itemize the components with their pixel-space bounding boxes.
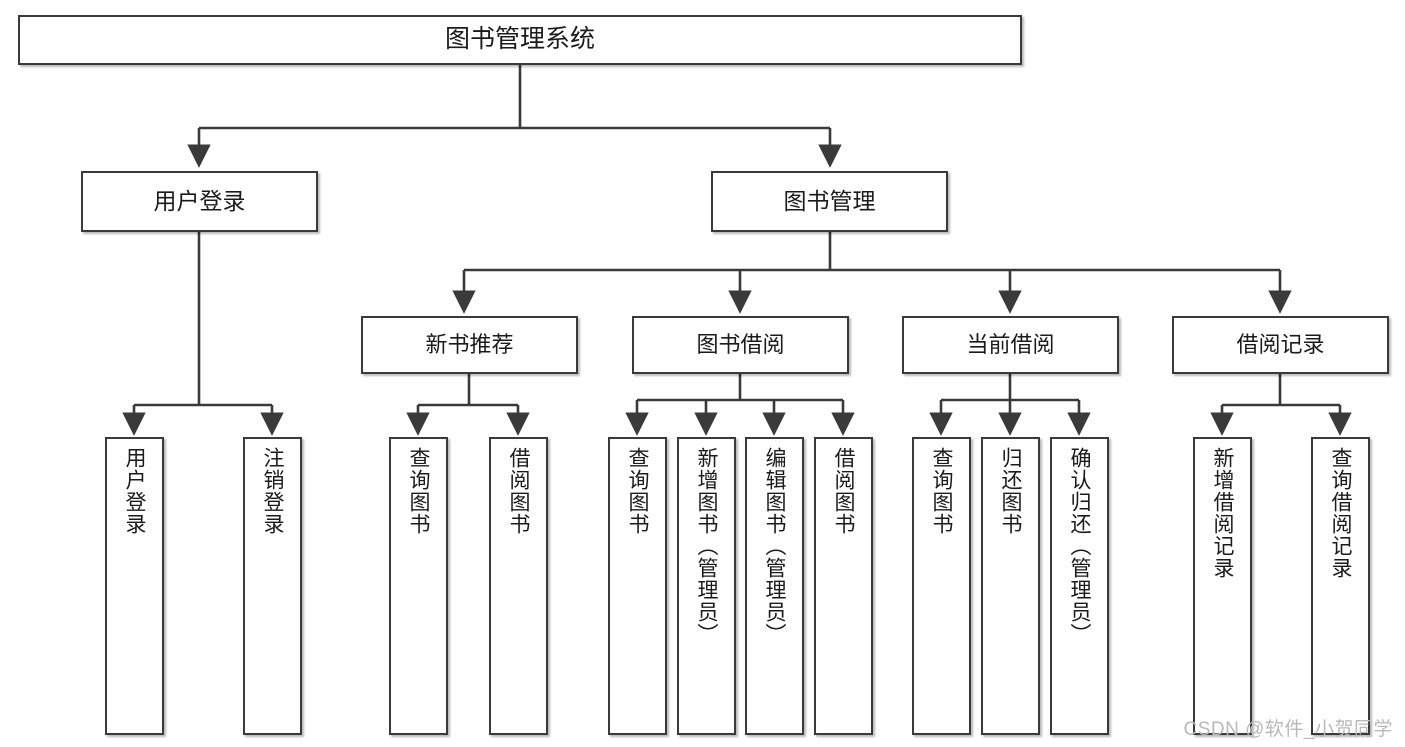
node-borrow-record[interactable]: 借阅记录 bbox=[1172, 316, 1389, 374]
node-label: 查询图书 bbox=[407, 447, 430, 535]
node-label: 借阅记录 bbox=[1236, 332, 1325, 358]
leaf-current-return-book[interactable]: 归还图书 bbox=[981, 437, 1040, 735]
node-book-borrow[interactable]: 图书借阅 bbox=[632, 316, 849, 374]
node-label: 用户登录 bbox=[123, 447, 146, 535]
leaf-user-logout[interactable]: 注销登录 bbox=[243, 437, 302, 735]
node-user-login[interactable]: 用户登录 bbox=[81, 171, 318, 232]
node-label: 编辑图书（管理员） bbox=[763, 447, 786, 645]
node-label: 查询图书 bbox=[930, 447, 953, 535]
watermark-text: CSDN @软件_小贺同学 bbox=[1183, 719, 1393, 740]
leaf-borrow-edit-book[interactable]: 编辑图书（管理员） bbox=[745, 437, 804, 735]
leaf-new-book-borrow[interactable]: 借阅图书 bbox=[489, 437, 548, 735]
leaf-borrow-borrow-book[interactable]: 借阅图书 bbox=[814, 437, 873, 735]
node-label: 新增借阅记录 bbox=[1211, 447, 1234, 579]
leaf-new-book-query[interactable]: 查询图书 bbox=[389, 437, 448, 735]
node-label: 新增图书（管理员） bbox=[695, 447, 718, 645]
node-label: 图书管理系统 bbox=[444, 25, 595, 54]
leaf-user-login[interactable]: 用户登录 bbox=[105, 437, 164, 735]
node-current-borrow[interactable]: 当前借阅 bbox=[902, 316, 1119, 374]
node-label: 图书借阅 bbox=[696, 332, 785, 358]
leaf-borrow-query-book[interactable]: 查询图书 bbox=[608, 437, 667, 735]
node-label: 借阅图书 bbox=[832, 447, 855, 535]
node-label: 当前借阅 bbox=[966, 332, 1055, 358]
node-label: 查询图书 bbox=[626, 447, 649, 535]
leaf-borrow-add-book[interactable]: 新增图书（管理员） bbox=[677, 437, 736, 735]
node-label: 新书推荐 bbox=[425, 332, 514, 358]
node-label: 查询借阅记录 bbox=[1329, 447, 1352, 579]
leaf-record-query[interactable]: 查询借阅记录 bbox=[1311, 437, 1370, 735]
leaf-current-confirm-return[interactable]: 确认归还（管理员） bbox=[1050, 437, 1109, 735]
node-book-management[interactable]: 图书管理 bbox=[711, 171, 948, 232]
node-label: 确认归还（管理员） bbox=[1068, 447, 1091, 645]
node-new-book-recommend[interactable]: 新书推荐 bbox=[361, 316, 578, 374]
node-label: 用户登录 bbox=[153, 187, 246, 214]
leaf-current-query-book[interactable]: 查询图书 bbox=[912, 437, 971, 735]
node-label: 注销登录 bbox=[261, 447, 284, 535]
node-label: 图书管理 bbox=[783, 187, 876, 214]
leaf-record-add[interactable]: 新增借阅记录 bbox=[1193, 437, 1252, 735]
node-root-system[interactable]: 图书管理系统 bbox=[18, 15, 1022, 65]
node-label: 借阅图书 bbox=[507, 447, 530, 535]
node-label: 归还图书 bbox=[999, 447, 1022, 535]
